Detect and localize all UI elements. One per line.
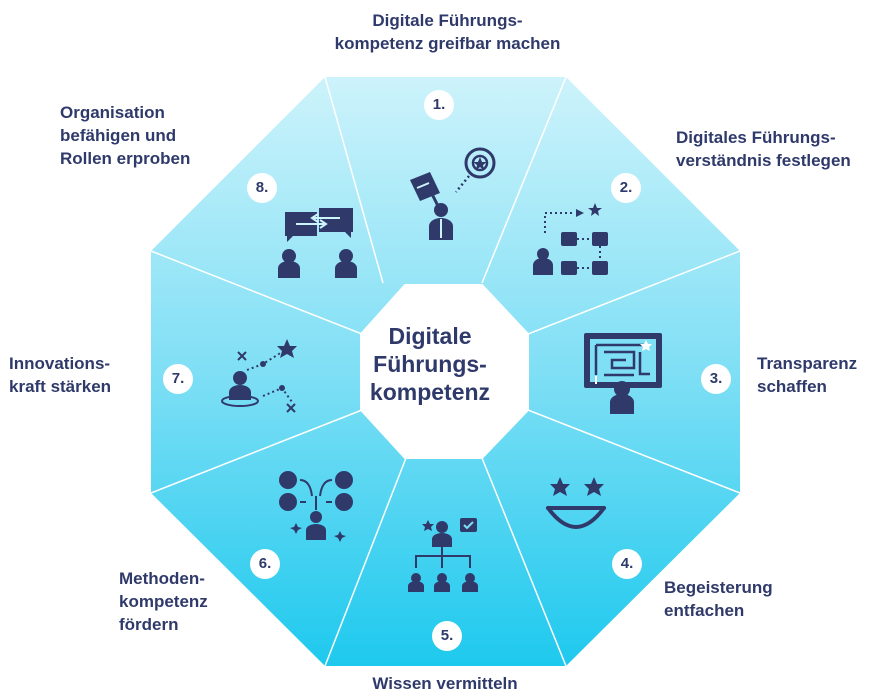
label-line: kompetenz greifbar machen (334, 34, 561, 53)
center-title-line: Digitale (388, 323, 472, 349)
center-title-line: kompetenz (369, 379, 491, 405)
label-line: Rollen erproben (60, 149, 191, 168)
segment-label-4: Begeisterung entfachen (664, 576, 773, 622)
label-line: Innovations- (9, 354, 111, 373)
label-line: verständnis festlegen (676, 151, 851, 170)
segment-number-4: 4. (612, 549, 642, 579)
target-goal-icon (410, 147, 496, 240)
label-line: entfachen (664, 601, 745, 620)
label-line: Digitales Führungs- (676, 128, 836, 147)
label-line: kraft stärken (9, 377, 112, 396)
label-line: Begeisterung (664, 578, 773, 597)
innovation-path-icon (221, 339, 297, 413)
label-line: kompetenz (119, 592, 208, 611)
label-line: Organisation (60, 103, 165, 122)
center-octagon (360, 284, 529, 459)
segment-label-5: Wissen vermitteln (345, 672, 545, 695)
smiley-stars-icon (546, 477, 606, 529)
roadmap-icon (533, 203, 608, 275)
segment-label-7: Innovations- kraft stärken (9, 352, 111, 398)
label-line: fördern (119, 615, 179, 634)
segment-label-2: Digitales Führungs- verständnis festlege… (676, 126, 851, 172)
label-line: Transparenz (757, 354, 858, 373)
label-line: Wissen vermitteln (372, 674, 518, 693)
segment-number-3: 3. (701, 364, 731, 394)
segment-dividers (150, 76, 741, 667)
segment-label-6: Methoden- kompetenz fördern (119, 567, 208, 636)
segment-label-1: Digitale Führungs- kompetenz greifbar ma… (285, 9, 610, 55)
segment-number-7: 7. (163, 364, 193, 394)
knowledge-sharing-icon (408, 518, 478, 592)
segment-number-5: 5. (432, 621, 462, 651)
conversation-icon (278, 208, 357, 278)
segment-number-1: 1. (424, 90, 454, 120)
label-line: befähigen und (60, 126, 177, 145)
center-title: Digitale Führungs- kompetenz (345, 322, 515, 406)
segment-label-3: Transparenz schaffen (757, 352, 857, 398)
methods-icon (279, 471, 353, 542)
center-title-line: Führungs- (373, 351, 487, 377)
label-line: Digitale Führungs- (372, 11, 523, 30)
label-line: schaffen (757, 377, 827, 396)
segment-label-8: Organisation befähigen und Rollen erprob… (60, 101, 190, 170)
maze-board-icon (584, 333, 662, 414)
segment-number-6: 6. (250, 549, 280, 579)
segment-number-2: 2. (611, 173, 641, 203)
label-line: Methoden- (119, 569, 205, 588)
segment-number-8: 8. (247, 173, 277, 203)
